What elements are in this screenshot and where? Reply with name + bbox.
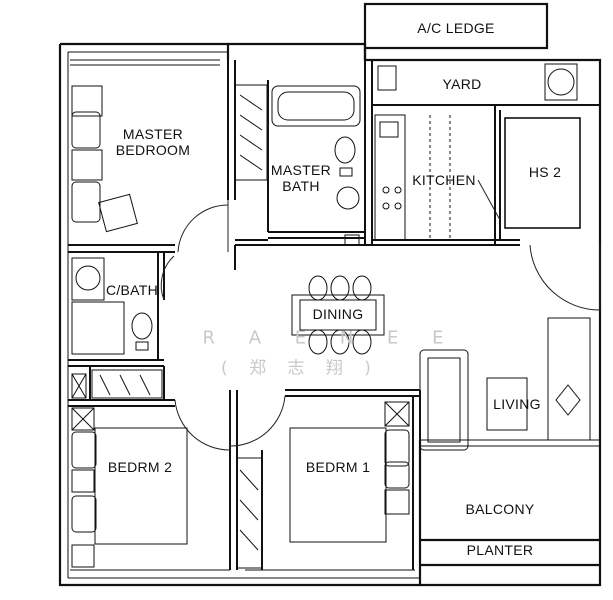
label-bedrm2: BEDRM 2 bbox=[107, 459, 173, 475]
label-dining: DINING bbox=[312, 306, 364, 322]
label-master-bath: MASTER BATH bbox=[270, 162, 332, 194]
dining-set bbox=[291, 275, 385, 355]
interior-walls bbox=[68, 60, 600, 570]
label-cbath: C/BATH bbox=[105, 282, 159, 298]
cbath-fixtures bbox=[71, 257, 153, 355]
label-balcony: BALCONY bbox=[465, 501, 535, 517]
kitchen-fixtures bbox=[374, 63, 578, 241]
wardrobes bbox=[91, 84, 268, 569]
door-swings bbox=[160, 179, 601, 451]
watermark-chinese: ( 郑 志 翔 ) bbox=[221, 358, 379, 379]
bedrm2-bed bbox=[71, 407, 188, 568]
label-bedrm1: BEDRM 1 bbox=[305, 459, 371, 475]
window-marks bbox=[71, 373, 87, 399]
exterior-wall-inner bbox=[67, 51, 420, 579]
label-master-bedroom: MASTER BEDROOM bbox=[115, 126, 191, 158]
label-planter: PLANTER bbox=[466, 542, 534, 558]
label-living: LIVING bbox=[493, 396, 541, 412]
watermark-text: R A E N E E bbox=[202, 327, 458, 349]
label-kitchen: KITCHEN bbox=[412, 172, 476, 188]
living-furniture bbox=[419, 317, 600, 451]
master-bath-fixtures bbox=[271, 85, 361, 246]
label-ac-ledge: A/C LEDGE bbox=[417, 20, 495, 36]
label-hs2: HS 2 bbox=[528, 164, 562, 180]
master-bed bbox=[71, 85, 138, 233]
bedrm1-bed bbox=[289, 401, 410, 543]
hs2-room bbox=[504, 117, 581, 229]
label-yard: YARD bbox=[442, 76, 482, 92]
